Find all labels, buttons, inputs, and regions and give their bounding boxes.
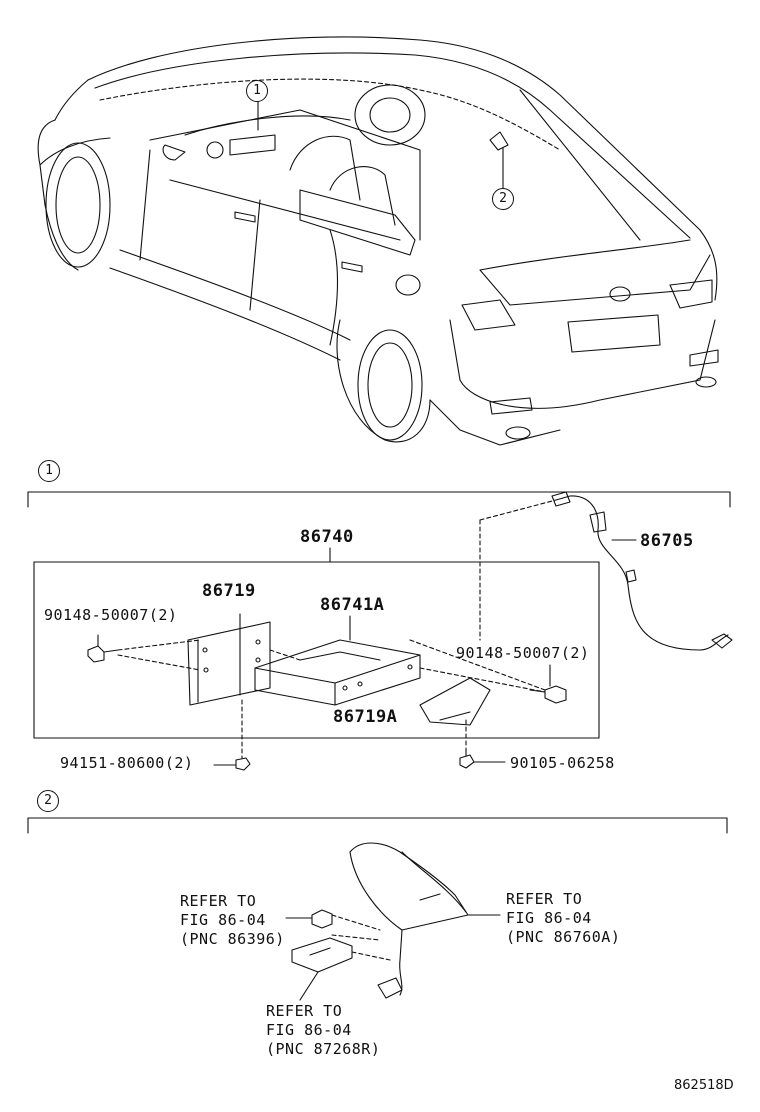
ref-left-line3: (PNC 86396) [180,930,285,948]
section-2-marker: 2 [37,790,59,812]
ref-right-line2: FIG 86-04 [506,909,592,927]
ref-left-line2: FIG 86-04 [180,911,266,929]
part-86705: 86705 [640,531,694,551]
ref-right-line3: (PNC 86760A) [506,928,621,946]
callout-2: 2 [492,188,514,210]
ref-left-line1: REFER TO [180,892,257,910]
part-nut: 94151-80600(2) [60,754,194,772]
part-86740: 86740 [300,527,354,547]
section-2 [27,817,728,1001]
ref-bottom-line3: (PNC 87268R) [266,1040,381,1058]
part-86719A: 86719A [333,707,398,727]
car-illustration [37,36,719,446]
section-1 [27,491,733,771]
callout-1: 1 [246,80,268,102]
part-bolt-left: 90148-50007(2) [44,606,178,624]
section-1-marker: 1 [38,460,60,482]
part-bolt-right: 90148-50007(2) [456,644,590,662]
part-86741A: 86741A [320,595,385,615]
figure-code: 862518D [674,1078,734,1093]
ref-bottom-line1: REFER TO [266,1002,343,1020]
ref-bottom-line2: FIG 86-04 [266,1021,352,1039]
part-86719: 86719 [202,581,256,601]
part-screw: 90105-06258 [510,754,615,772]
ref-right-line1: REFER TO [506,890,583,908]
